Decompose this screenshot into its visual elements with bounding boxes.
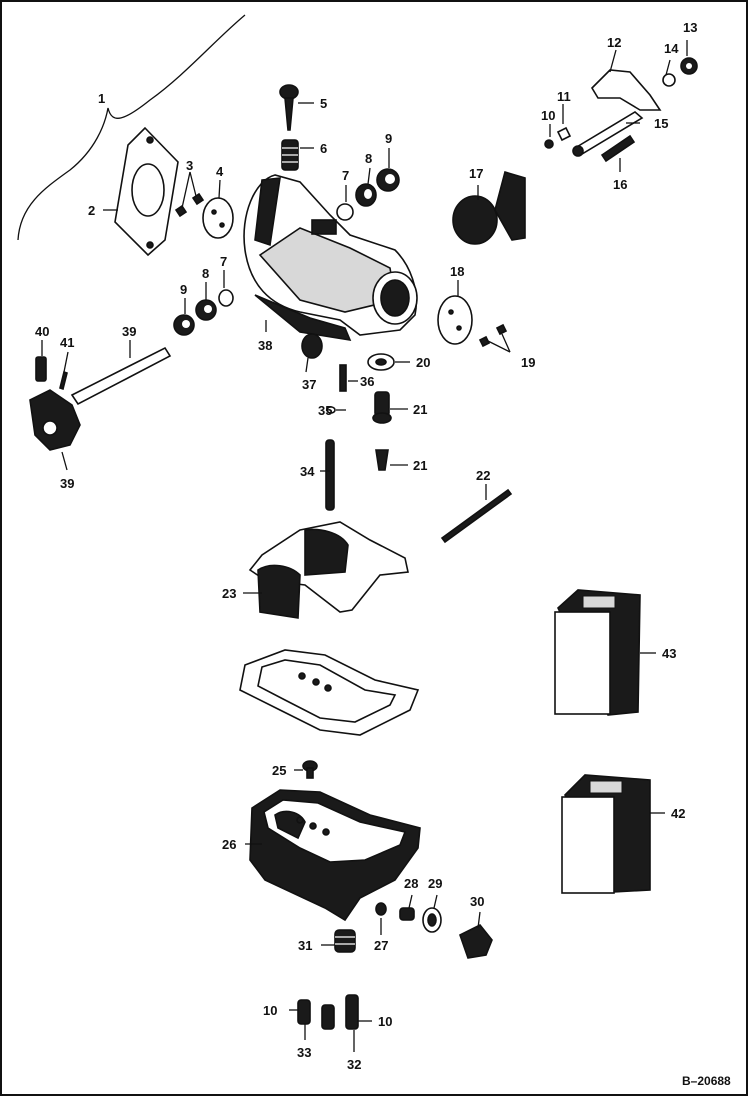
callout-15: 15 <box>654 116 668 131</box>
part-42-gasket-kit-box <box>561 774 651 894</box>
callout-16: 16 <box>613 177 627 192</box>
callout-9-lower: 9 <box>180 282 187 297</box>
callout-10-upper: 10 <box>541 108 555 123</box>
part-17-choke-knob <box>452 170 526 245</box>
leader-lines <box>41 40 688 1052</box>
part-4-throttle-disc <box>202 197 234 239</box>
callout-39-upper: 39 <box>122 324 136 339</box>
callout-8-lower: 8 <box>202 266 209 281</box>
part-bowl-gasket <box>239 649 420 736</box>
part-19-screws <box>478 323 508 348</box>
callout-25: 25 <box>272 763 286 778</box>
callout-20: 20 <box>416 355 430 370</box>
callout-22: 22 <box>476 468 490 483</box>
figure-code: B–20688 <box>682 1074 731 1088</box>
part-7-bushing-upper <box>336 203 354 221</box>
part-8-washer-upper <box>355 183 377 207</box>
callout-27: 27 <box>374 938 388 953</box>
callout-4: 4 <box>216 164 224 179</box>
callout-13: 13 <box>683 20 697 35</box>
callout-18: 18 <box>450 264 464 279</box>
callouts: 1 2 3 4 5 6 7 8 9 7 8 9 38 37 36 35 34 2… <box>35 20 697 1072</box>
callout-11: 11 <box>557 89 571 104</box>
part-18-choke-plate <box>437 295 473 345</box>
part-12-15-lever-shaft <box>572 69 662 157</box>
part-40-41-screw-pin <box>35 356 68 391</box>
part-34-nozzle <box>325 439 335 511</box>
callout-36: 36 <box>360 374 374 389</box>
part-37-plug <box>301 333 323 359</box>
callout-37: 37 <box>302 377 316 392</box>
kit-1-bracket <box>17 14 246 241</box>
part-31-spring <box>334 929 356 953</box>
callout-26: 26 <box>222 837 236 852</box>
part-9-seal-upper <box>376 168 400 192</box>
callout-40: 40 <box>35 324 49 339</box>
callout-38: 38 <box>258 338 272 353</box>
part-32-33-jets <box>297 994 359 1030</box>
callout-21-lower: 21 <box>413 458 427 473</box>
callout-34: 34 <box>300 464 315 479</box>
part-21-needle <box>375 449 389 471</box>
part-35-36-screw-washer <box>326 364 347 414</box>
callout-21-upper: 21 <box>413 402 427 417</box>
callout-1: 1 <box>98 91 105 106</box>
callout-41: 41 <box>60 335 74 350</box>
callout-33: 33 <box>297 1045 311 1060</box>
part-5-idle-screw <box>279 84 299 131</box>
callout-12: 12 <box>607 35 621 50</box>
callout-43: 43 <box>662 646 676 661</box>
callout-7-lower: 7 <box>220 254 227 269</box>
callout-23: 23 <box>222 586 236 601</box>
callout-17: 17 <box>469 166 483 181</box>
callout-39-lower: 39 <box>60 476 74 491</box>
part-21-needle-seat <box>372 391 392 424</box>
part-38-carburetor-body <box>243 174 418 342</box>
callout-42: 42 <box>671 806 685 821</box>
callout-10-lower-right: 10 <box>378 1014 392 1029</box>
callout-5: 5 <box>320 96 327 111</box>
callout-8-upper: 8 <box>365 151 372 166</box>
part-30-drain-plug <box>459 923 493 959</box>
callout-14: 14 <box>664 41 679 56</box>
part-26-float-bowl <box>249 789 421 922</box>
part-43-repair-kit-box <box>554 589 641 716</box>
callout-29: 29 <box>428 876 442 891</box>
part-16-spring <box>600 134 636 163</box>
callout-6: 6 <box>320 141 327 156</box>
callout-10-lower-left: 10 <box>263 1003 277 1018</box>
part-23-float <box>248 521 409 619</box>
callout-7-upper: 7 <box>342 168 349 183</box>
callout-9-upper: 9 <box>385 131 392 146</box>
part-13-14-nut-washer <box>662 57 698 87</box>
callout-19: 19 <box>521 355 535 370</box>
part-7-8-9-lower <box>173 289 234 336</box>
part-3-screws <box>174 192 205 218</box>
callout-35: 35 <box>318 403 332 418</box>
callout-30: 30 <box>470 894 484 909</box>
part-10-11-small <box>544 126 572 149</box>
callout-31: 31 <box>298 938 312 953</box>
part-20-washer <box>367 353 395 371</box>
callout-28: 28 <box>404 876 418 891</box>
callout-32: 32 <box>347 1057 361 1072</box>
part-25-screw <box>302 760 318 779</box>
part-27-28-29 <box>375 902 442 933</box>
part-39-throttle-shaft <box>29 346 172 451</box>
callout-2: 2 <box>88 203 95 218</box>
part-6-spring <box>281 139 299 171</box>
part-22-float-pin <box>440 488 513 544</box>
callout-3: 3 <box>186 158 193 173</box>
part-2-flange-gasket <box>114 126 179 257</box>
